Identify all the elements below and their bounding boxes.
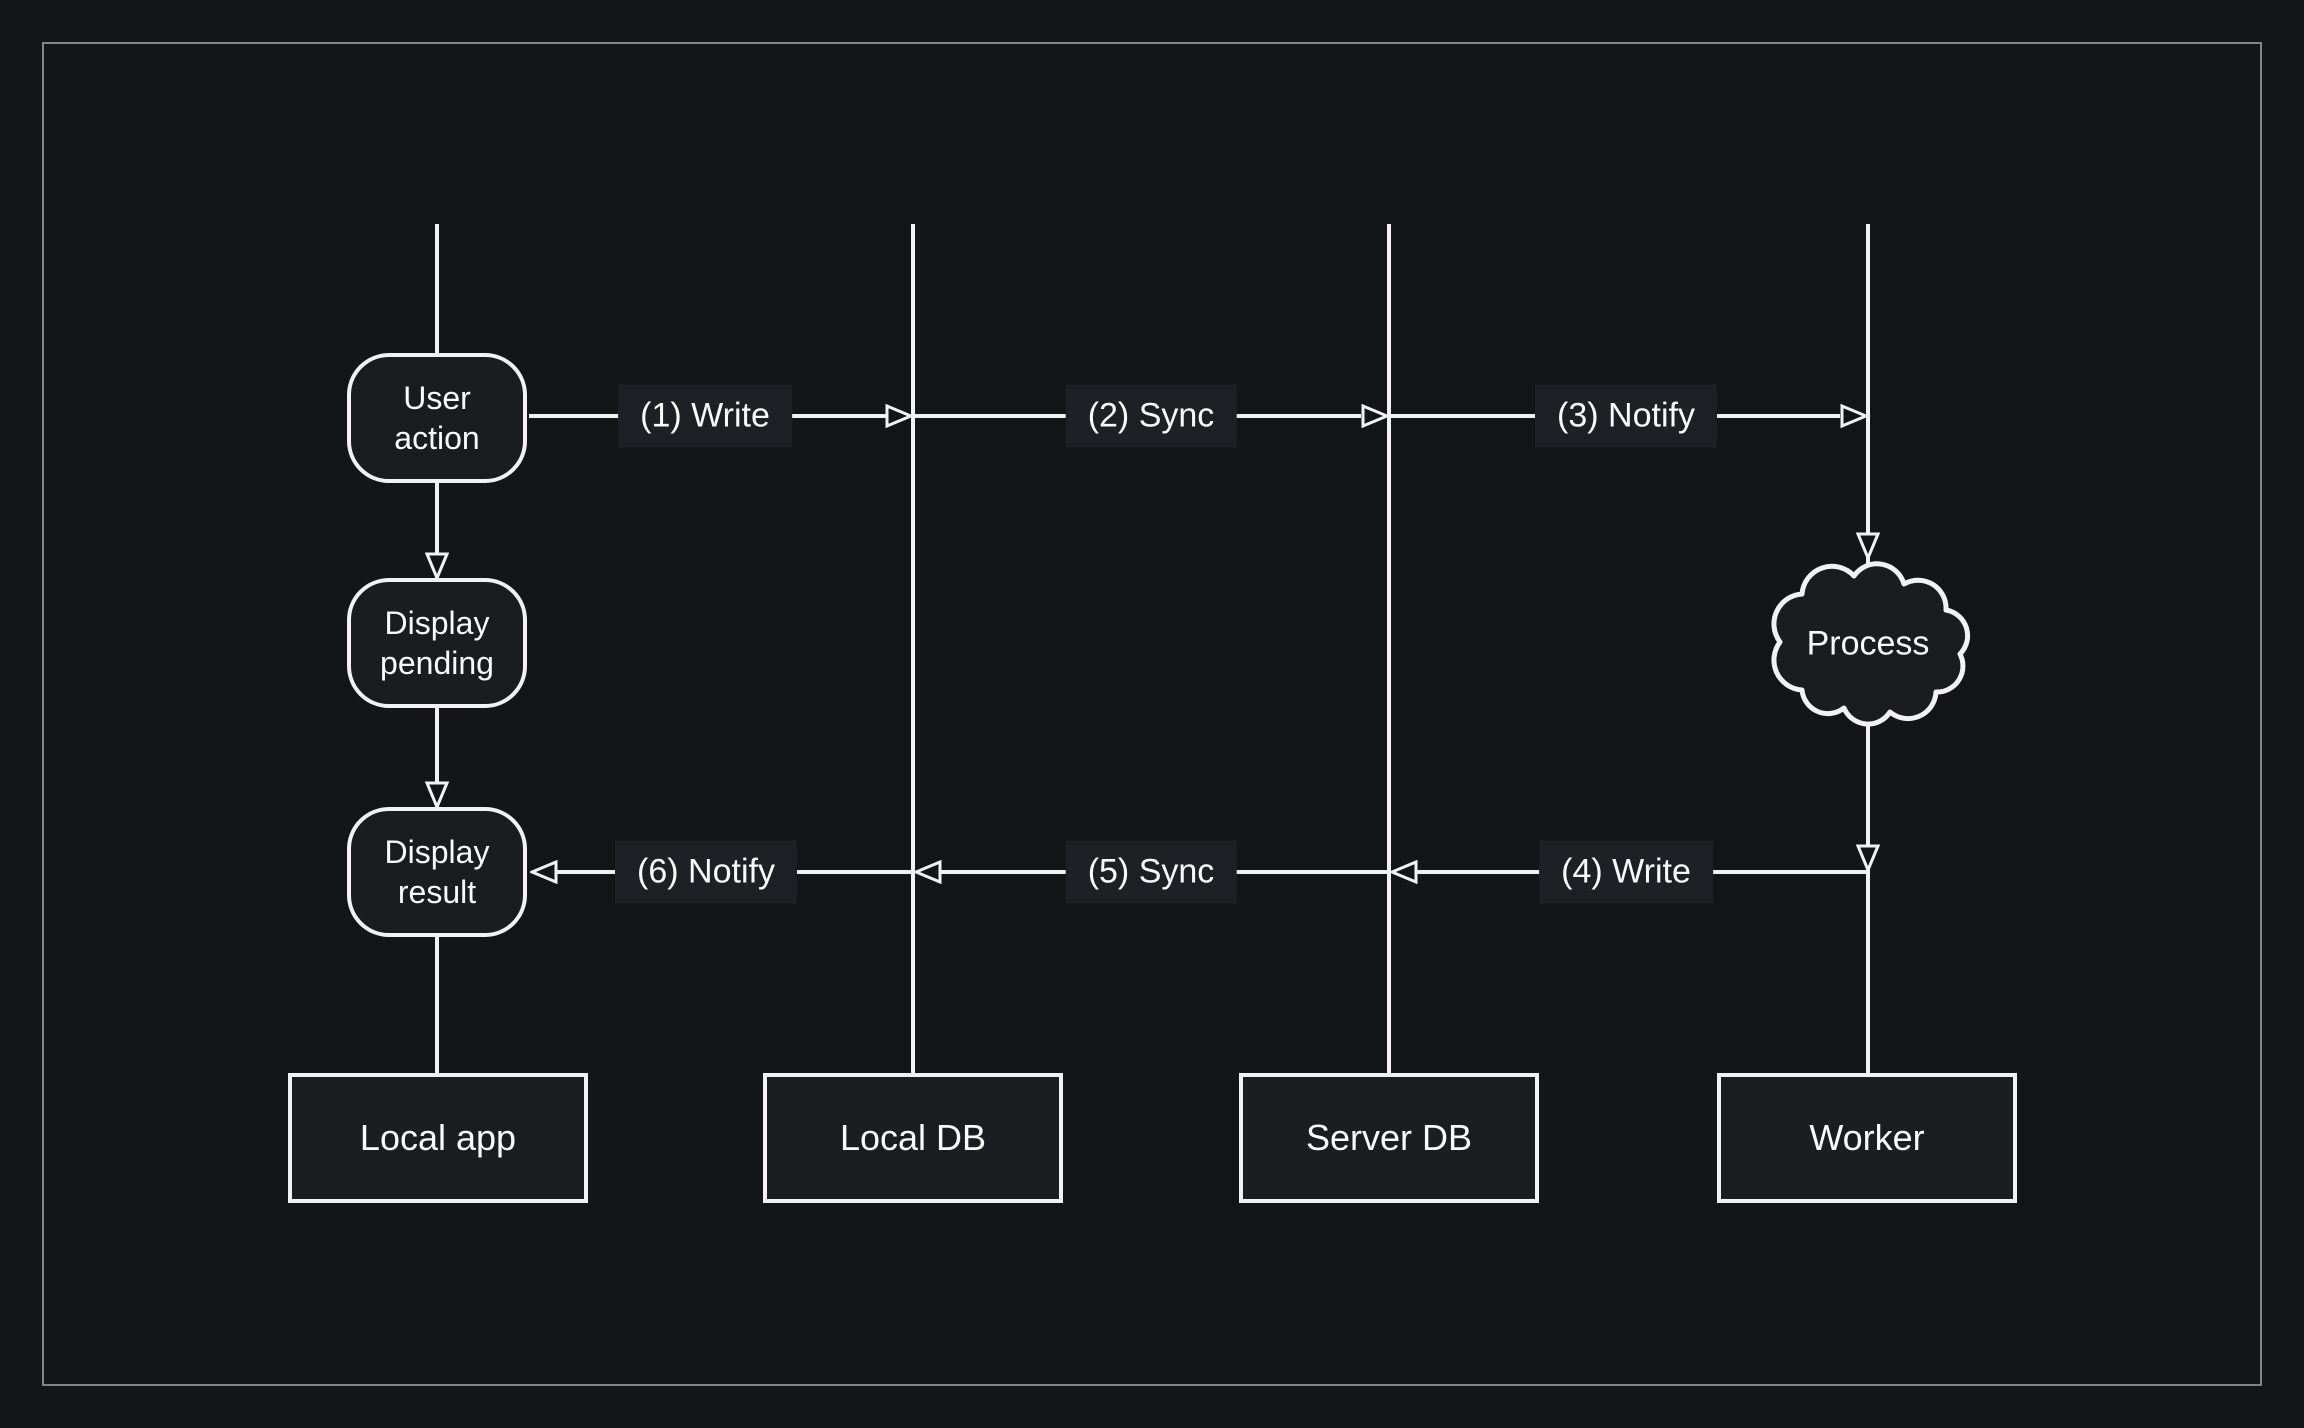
diagram-frame-border: [42, 42, 2262, 1386]
message-label-2-sync: (2) Sync: [1065, 384, 1237, 448]
actor-box-worker: Worker: [1717, 1073, 2017, 1203]
arrowhead-down-icon: [1856, 844, 1880, 872]
arrowhead-down-icon: [425, 552, 449, 580]
arrowhead-right-icon: [885, 404, 913, 428]
message-label-4-write: (4) Write: [1539, 840, 1713, 904]
lifeline-server-db: [1387, 224, 1391, 1073]
actor-local-app-label: Local app: [359, 1117, 517, 1158]
arrowhead-left-icon: [530, 860, 558, 884]
node-display-result-label: Display result: [384, 834, 490, 910]
actor-box-server-db: Server DB: [1239, 1073, 1539, 1203]
arrowhead-down-icon: [1856, 532, 1880, 560]
message-label-6-notify: (6) Notify: [615, 840, 797, 904]
message-label-3-notify: (3) Notify: [1535, 384, 1717, 448]
node-user-action-label: User action: [394, 380, 480, 456]
arrowhead-left-icon: [1390, 860, 1418, 884]
actor-box-local-app: Local app: [288, 1073, 588, 1203]
message-label-1-write: (1) Write: [618, 384, 792, 448]
arrowhead-left-icon: [914, 860, 942, 884]
arrowhead-right-icon: [1361, 404, 1389, 428]
actor-server-db-label: Server DB: [1305, 1117, 1473, 1158]
node-process-cloud: Process: [1758, 550, 1978, 730]
actor-box-local-db: Local DB: [763, 1073, 1063, 1203]
message-label-5-sync: (5) Sync: [1065, 840, 1237, 904]
actor-local-db-label: Local DB: [839, 1117, 987, 1158]
actor-worker-label: Worker: [1809, 1117, 1925, 1158]
node-display-pending-label: Display pending: [380, 605, 494, 681]
node-display-result: Display result: [347, 807, 527, 937]
arrowhead-right-icon: [1840, 404, 1868, 428]
node-user-action: User action: [347, 353, 527, 483]
lifeline-local-db: [911, 224, 915, 1073]
node-process-label: Process: [1806, 624, 1930, 663]
arrowhead-down-icon: [425, 781, 449, 809]
node-display-pending: Display pending: [347, 578, 527, 708]
